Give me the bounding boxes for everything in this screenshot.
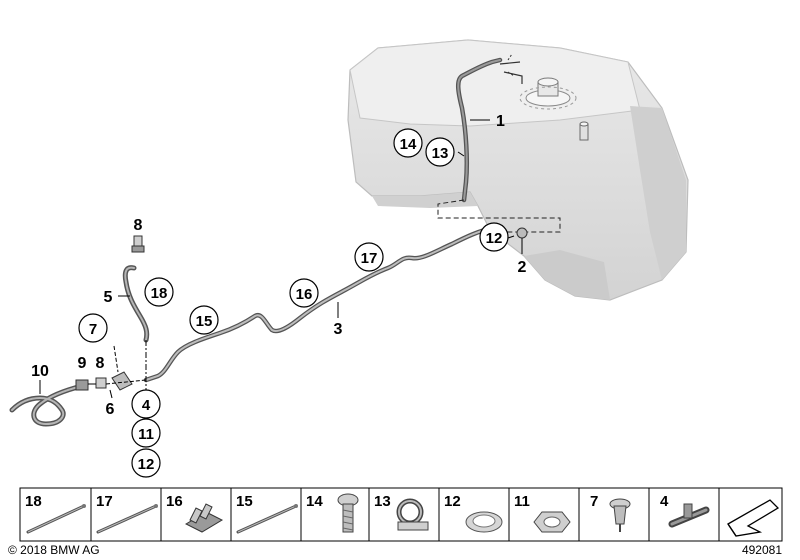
callout-13[interactable]: 13	[425, 137, 455, 167]
svg-text:14: 14	[400, 136, 417, 153]
hose-5[interactable]	[122, 265, 150, 343]
label-2[interactable]: 2	[518, 259, 527, 276]
callout-12-tank[interactable]: 12	[479, 222, 509, 252]
legend-cell-13[interactable]: 13	[374, 488, 440, 541]
callout-18[interactable]: 18	[144, 277, 174, 307]
dashed-bracket	[437, 199, 561, 233]
svg-text:12: 12	[486, 230, 503, 247]
legend-cell-14[interactable]: 14	[306, 488, 370, 541]
svg-text:18: 18	[25, 493, 42, 510]
svg-text:12: 12	[444, 493, 461, 510]
bolt-icon	[337, 493, 359, 533]
svg-text:16: 16	[296, 286, 313, 303]
clip-holder-icon	[184, 503, 224, 533]
svg-text:16: 16	[166, 493, 183, 510]
svg-text:12: 12	[138, 456, 155, 473]
callout-11[interactable]: 11	[131, 418, 161, 448]
valve-8-top[interactable]	[131, 235, 145, 253]
hose-clamp-icon	[396, 498, 429, 531]
callout-4[interactable]: 4	[131, 389, 161, 419]
svg-text:11: 11	[514, 493, 530, 510]
legend-cell-15[interactable]: 15	[236, 488, 302, 541]
legend-cell-11[interactable]: 11	[514, 488, 580, 541]
valve-8-mid[interactable]	[95, 377, 107, 389]
t-connector-icon	[668, 503, 710, 528]
legend-cell-4[interactable]: 4	[660, 488, 720, 541]
svg-text:15: 15	[196, 313, 213, 330]
hose-10[interactable]	[9, 383, 85, 427]
fuel-tank	[347, 39, 689, 301]
legend-cell-16[interactable]: 16	[166, 488, 232, 541]
label-1[interactable]: 1	[496, 113, 505, 130]
hex-nut-icon	[533, 511, 571, 533]
label-6[interactable]: 6	[106, 401, 115, 418]
tank-connector	[499, 53, 523, 84]
bracket-6[interactable]	[111, 371, 133, 391]
connector-9[interactable]	[75, 379, 89, 391]
callout-12-bottom[interactable]: 12	[131, 448, 161, 478]
parts-legend: 18 17 16 15	[19, 487, 783, 542]
fuel-sender-unit	[519, 77, 577, 110]
label-10[interactable]: 10	[31, 363, 49, 380]
label-8-top[interactable]: 8	[134, 217, 143, 234]
label-5[interactable]: 5	[104, 289, 113, 306]
connector-2[interactable]	[516, 227, 528, 254]
svg-text:7: 7	[89, 321, 97, 338]
svg-text:7: 7	[590, 493, 598, 510]
svg-text:17: 17	[361, 250, 378, 267]
legend-cell-12[interactable]: 12	[444, 488, 510, 541]
direction-arrow-icon	[727, 499, 780, 537]
tank-vent-nipple	[579, 121, 589, 141]
copyright-text: © 2018 BMW AG	[8, 543, 100, 557]
svg-text:17: 17	[96, 493, 113, 510]
label-9[interactable]: 9	[78, 355, 87, 372]
svg-text:13: 13	[374, 493, 391, 510]
leader-lines	[39, 119, 515, 394]
legend-cell-18[interactable]: 18	[25, 488, 92, 541]
legend-cell-7[interactable]: 7	[590, 488, 650, 541]
callout-7[interactable]: 7	[78, 313, 108, 343]
legend-cell-17[interactable]: 17	[96, 488, 162, 541]
svg-text:14: 14	[306, 493, 323, 510]
label-3[interactable]: 3	[334, 321, 343, 338]
svg-text:15: 15	[236, 493, 253, 510]
callout-14[interactable]: 14	[393, 128, 423, 158]
callout-17[interactable]: 17	[354, 242, 384, 272]
svg-text:18: 18	[151, 285, 168, 302]
svg-text:13: 13	[432, 145, 449, 162]
callout-15[interactable]: 15	[189, 305, 219, 335]
sealing-ring-icon	[465, 511, 503, 533]
svg-text:11: 11	[138, 426, 154, 443]
label-8-mid[interactable]: 8	[96, 355, 105, 372]
diagram-id: 492081	[742, 543, 782, 557]
svg-text:4: 4	[142, 397, 151, 414]
expanding-rivet-icon	[609, 498, 631, 532]
callout-16[interactable]: 16	[289, 278, 319, 308]
svg-text:4: 4	[660, 493, 669, 510]
